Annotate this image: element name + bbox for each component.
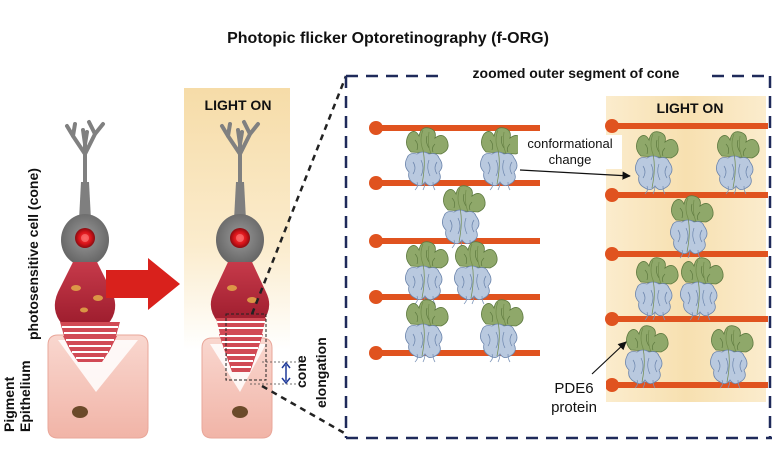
cone-cell-rest [47,120,149,439]
pigment-label: Pigment [1,376,17,432]
epithelium-label: Epithelium [17,360,33,432]
zoom-title: zoomed outer segment of cone [473,65,680,81]
conformational-label: conformational [527,136,612,151]
protein-label: protein [551,399,597,416]
outer-segment-discs-light [216,318,266,372]
transition-arrow-icon [106,258,180,310]
cone-cell-light [201,120,273,439]
label-backdrop [518,135,622,169]
light-on-label-right: LIGHT ON [657,100,724,116]
light-on-label-left: LIGHT ON [205,97,272,113]
elongation-label: elongation [313,337,329,408]
label-backdrop [540,372,606,416]
pde6-label: PDE6 [554,380,593,397]
diagram-title: Photopic flicker Optoretinography (f-ORG… [227,30,549,47]
zoom-panel [344,74,772,440]
change-label: change [549,152,592,167]
cone-label: cone [293,355,309,388]
disc-membranes-rest [369,121,540,360]
zoom-line-bottom [261,384,347,436]
photosensitive-cell-label: photosensitive cell (cone) [25,168,41,340]
disc-membranes-light [605,119,768,392]
conformational-change-arrow [519,169,631,180]
pde6-proteins-rest [404,127,524,363]
outer-segment-discs-rest [60,322,120,362]
pde6-pointer-arrow [591,341,627,375]
zoom-line-top [250,75,348,315]
elongation-marker [250,361,300,385]
